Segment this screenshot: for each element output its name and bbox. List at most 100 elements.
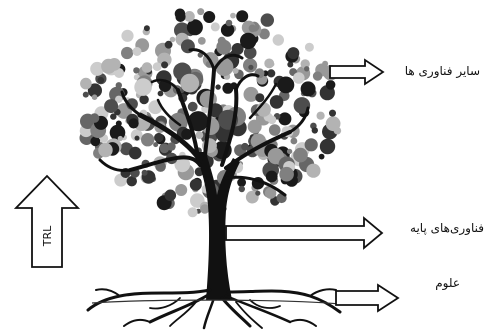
canopy-dot xyxy=(83,92,89,98)
canopy-dot xyxy=(255,93,264,102)
canopy-dot xyxy=(268,116,277,125)
canopy-dot xyxy=(322,61,328,67)
canopy-dot xyxy=(249,25,257,33)
trl-up-arrow-icon xyxy=(16,176,78,267)
canopy-dot xyxy=(129,147,142,160)
canopy-dot xyxy=(248,120,262,134)
canopy-dot xyxy=(175,184,187,196)
canopy-dot xyxy=(266,171,278,183)
canopy-dot xyxy=(98,143,112,157)
canopy-dot xyxy=(326,116,341,131)
canopy-dot xyxy=(287,47,299,59)
canopy-dot xyxy=(90,113,100,123)
canopy-dot xyxy=(312,127,318,133)
canopy-dot xyxy=(181,39,195,53)
canopy-dot xyxy=(278,112,291,125)
canopy-dot xyxy=(291,138,298,145)
canopy-dot xyxy=(188,207,198,217)
canopy-dot xyxy=(319,154,325,160)
canopy-dot xyxy=(133,67,139,73)
ground-line xyxy=(92,300,340,304)
canopy-dot xyxy=(121,30,133,42)
canopy-dot xyxy=(188,102,198,112)
canopy-dot xyxy=(239,186,245,192)
canopy-dot xyxy=(104,99,118,113)
canopy-dot xyxy=(153,62,162,71)
arrow-sciences-icon xyxy=(336,285,398,311)
canopy-dot xyxy=(215,84,220,89)
canopy-dot xyxy=(305,138,318,151)
canopy-dot xyxy=(317,112,325,120)
canopy-dot xyxy=(216,40,231,55)
canopy-dot xyxy=(230,13,236,19)
canopy-dot xyxy=(92,94,98,100)
trl-label: TRL xyxy=(41,225,54,247)
canopy-dot xyxy=(129,118,139,128)
canopy-dot xyxy=(144,25,150,31)
canopy-dot xyxy=(161,61,168,68)
canopy-dot xyxy=(320,139,335,154)
canopy-dot xyxy=(180,74,199,93)
canopy-dot xyxy=(241,143,249,151)
canopy-dot xyxy=(190,179,202,191)
canopy-dot xyxy=(226,20,233,27)
canopy-dot xyxy=(139,95,148,104)
canopy-dot xyxy=(165,41,173,49)
canopy-dot xyxy=(121,47,133,59)
canopy-dot xyxy=(134,78,152,96)
canopy-dot xyxy=(304,66,309,71)
canopy-dot xyxy=(301,81,316,96)
canopy-dot xyxy=(279,167,294,182)
canopy-dot xyxy=(287,149,292,154)
canopy-dot xyxy=(240,33,256,49)
canopy-dot xyxy=(269,62,274,67)
canopy-dot xyxy=(233,68,239,74)
canopy-dot xyxy=(142,62,153,73)
canopy-dot xyxy=(326,80,336,90)
canopy-dot xyxy=(175,9,186,20)
canopy-dot xyxy=(203,11,215,23)
canopy-dot xyxy=(273,34,284,45)
canopy-dot xyxy=(118,136,123,141)
canopy-dot xyxy=(98,77,105,84)
canopy-dot xyxy=(135,136,140,141)
canopy-dot xyxy=(306,164,320,178)
canopy-dot xyxy=(184,11,195,22)
canopy-dot xyxy=(153,142,158,147)
canopy-dot xyxy=(237,178,246,187)
canopy-dot xyxy=(133,47,142,56)
canopy-dot xyxy=(141,133,154,146)
canopy-dot xyxy=(270,95,284,109)
canopy-dot xyxy=(222,83,233,94)
canopy-dot xyxy=(269,124,281,136)
canopy-dot xyxy=(305,43,314,52)
canopy-dot xyxy=(165,190,177,202)
canopy-dot xyxy=(116,121,122,127)
canopy-dot xyxy=(293,148,308,163)
arrow-base-technologies-icon xyxy=(226,218,382,248)
arrow-other-technologies-icon xyxy=(330,60,383,84)
base-technologies-label: فناوری‌های پایه xyxy=(392,221,484,235)
canopy-dot xyxy=(313,71,322,80)
canopy-dot xyxy=(255,68,265,78)
canopy-dot xyxy=(110,125,126,141)
canopy-dot xyxy=(255,191,260,196)
canopy-dot xyxy=(196,131,204,139)
canopy-dot xyxy=(80,78,92,90)
canopy-dot xyxy=(248,65,253,70)
canopy-dot xyxy=(278,77,295,94)
canopy-dot xyxy=(329,110,336,117)
canopy-dot xyxy=(142,170,148,176)
canopy-dot xyxy=(215,58,233,76)
canopy-dot xyxy=(197,8,204,15)
canopy-dot xyxy=(108,58,121,71)
other-technologies-label: سایر فناوری ها xyxy=(398,64,480,78)
canopy-dot xyxy=(293,72,305,84)
canopy-dot xyxy=(211,22,220,31)
canopy-dot xyxy=(160,144,170,154)
canopy-dot xyxy=(154,133,163,142)
canopy-dot xyxy=(261,13,274,26)
canopy-dot xyxy=(236,10,248,22)
canopy-dot xyxy=(198,37,206,45)
